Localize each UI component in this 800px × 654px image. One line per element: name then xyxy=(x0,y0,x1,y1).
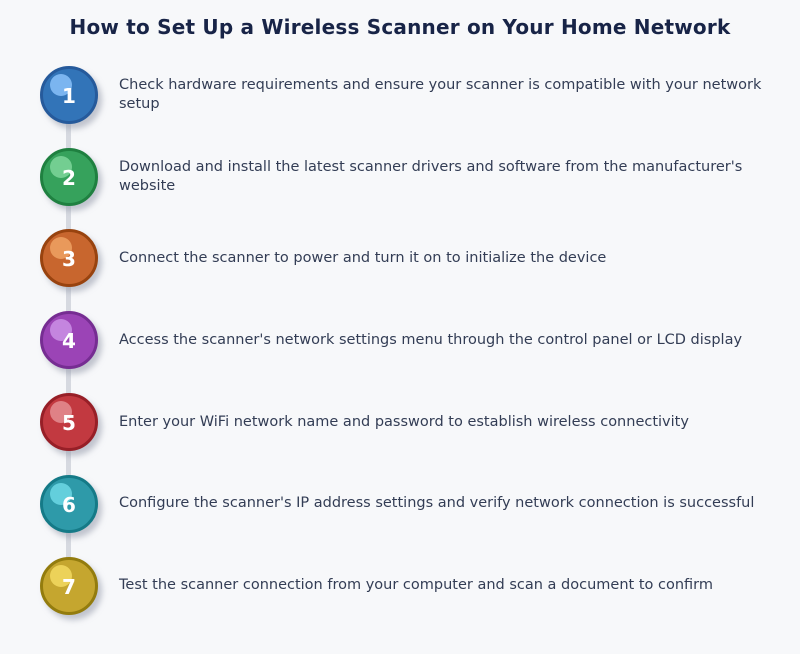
step-number-badge: 6 xyxy=(40,474,98,533)
step-label: Download and install the latest scanner … xyxy=(119,158,743,194)
step-number-badge: 4 xyxy=(40,311,98,370)
step-number-badge: 5 xyxy=(40,393,98,452)
step-number: 6 xyxy=(62,492,76,517)
step-label: Access the scanner's network settings me… xyxy=(119,331,743,348)
circle-highlight xyxy=(50,564,72,587)
steps-list: 1 Check hardware requirements and ensure… xyxy=(40,54,800,627)
step-row: 2 Download and install the latest scanne… xyxy=(40,136,800,218)
step-row: 5 Enter your WiFi network name and passw… xyxy=(40,381,800,463)
step-number-badge: 7 xyxy=(40,556,98,615)
circle-highlight xyxy=(50,319,72,342)
step-row: 1 Check hardware requirements and ensure… xyxy=(40,54,800,136)
step-label: Test the scanner connection from your co… xyxy=(119,577,713,594)
step-number-badge: 2 xyxy=(40,147,98,206)
step-number: 7 xyxy=(62,574,76,599)
step-label: Check hardware requirements and ensure y… xyxy=(119,77,762,112)
circle-highlight xyxy=(50,401,72,424)
step-row: 7 Test the scanner connection from your … xyxy=(40,545,800,627)
step-label: Connect the scanner to power and turn it… xyxy=(119,250,607,267)
circle-highlight xyxy=(50,482,72,505)
step-number-badge: 1 xyxy=(40,65,98,124)
step-row: 6 Configure the scanner's IP address set… xyxy=(40,463,800,545)
step-row: 4 Access the scanner's network settings … xyxy=(40,299,800,381)
step-label: Enter your WiFi network name and passwor… xyxy=(119,413,689,430)
step-number: 3 xyxy=(62,247,76,272)
circle-highlight xyxy=(50,237,72,260)
step-number: 2 xyxy=(62,165,76,190)
page-title: How to Set Up a Wireless Scanner on Your… xyxy=(69,15,731,39)
circle-highlight xyxy=(50,155,72,178)
step-number: 1 xyxy=(62,83,76,108)
step-number-badge: 3 xyxy=(40,229,98,288)
step-label: Configure the scanner's IP address setti… xyxy=(119,495,755,512)
circle-highlight xyxy=(50,73,72,96)
step-number: 5 xyxy=(62,411,76,436)
step-row: 3 Connect the scanner to power and turn … xyxy=(40,218,800,300)
step-number: 4 xyxy=(62,329,76,354)
